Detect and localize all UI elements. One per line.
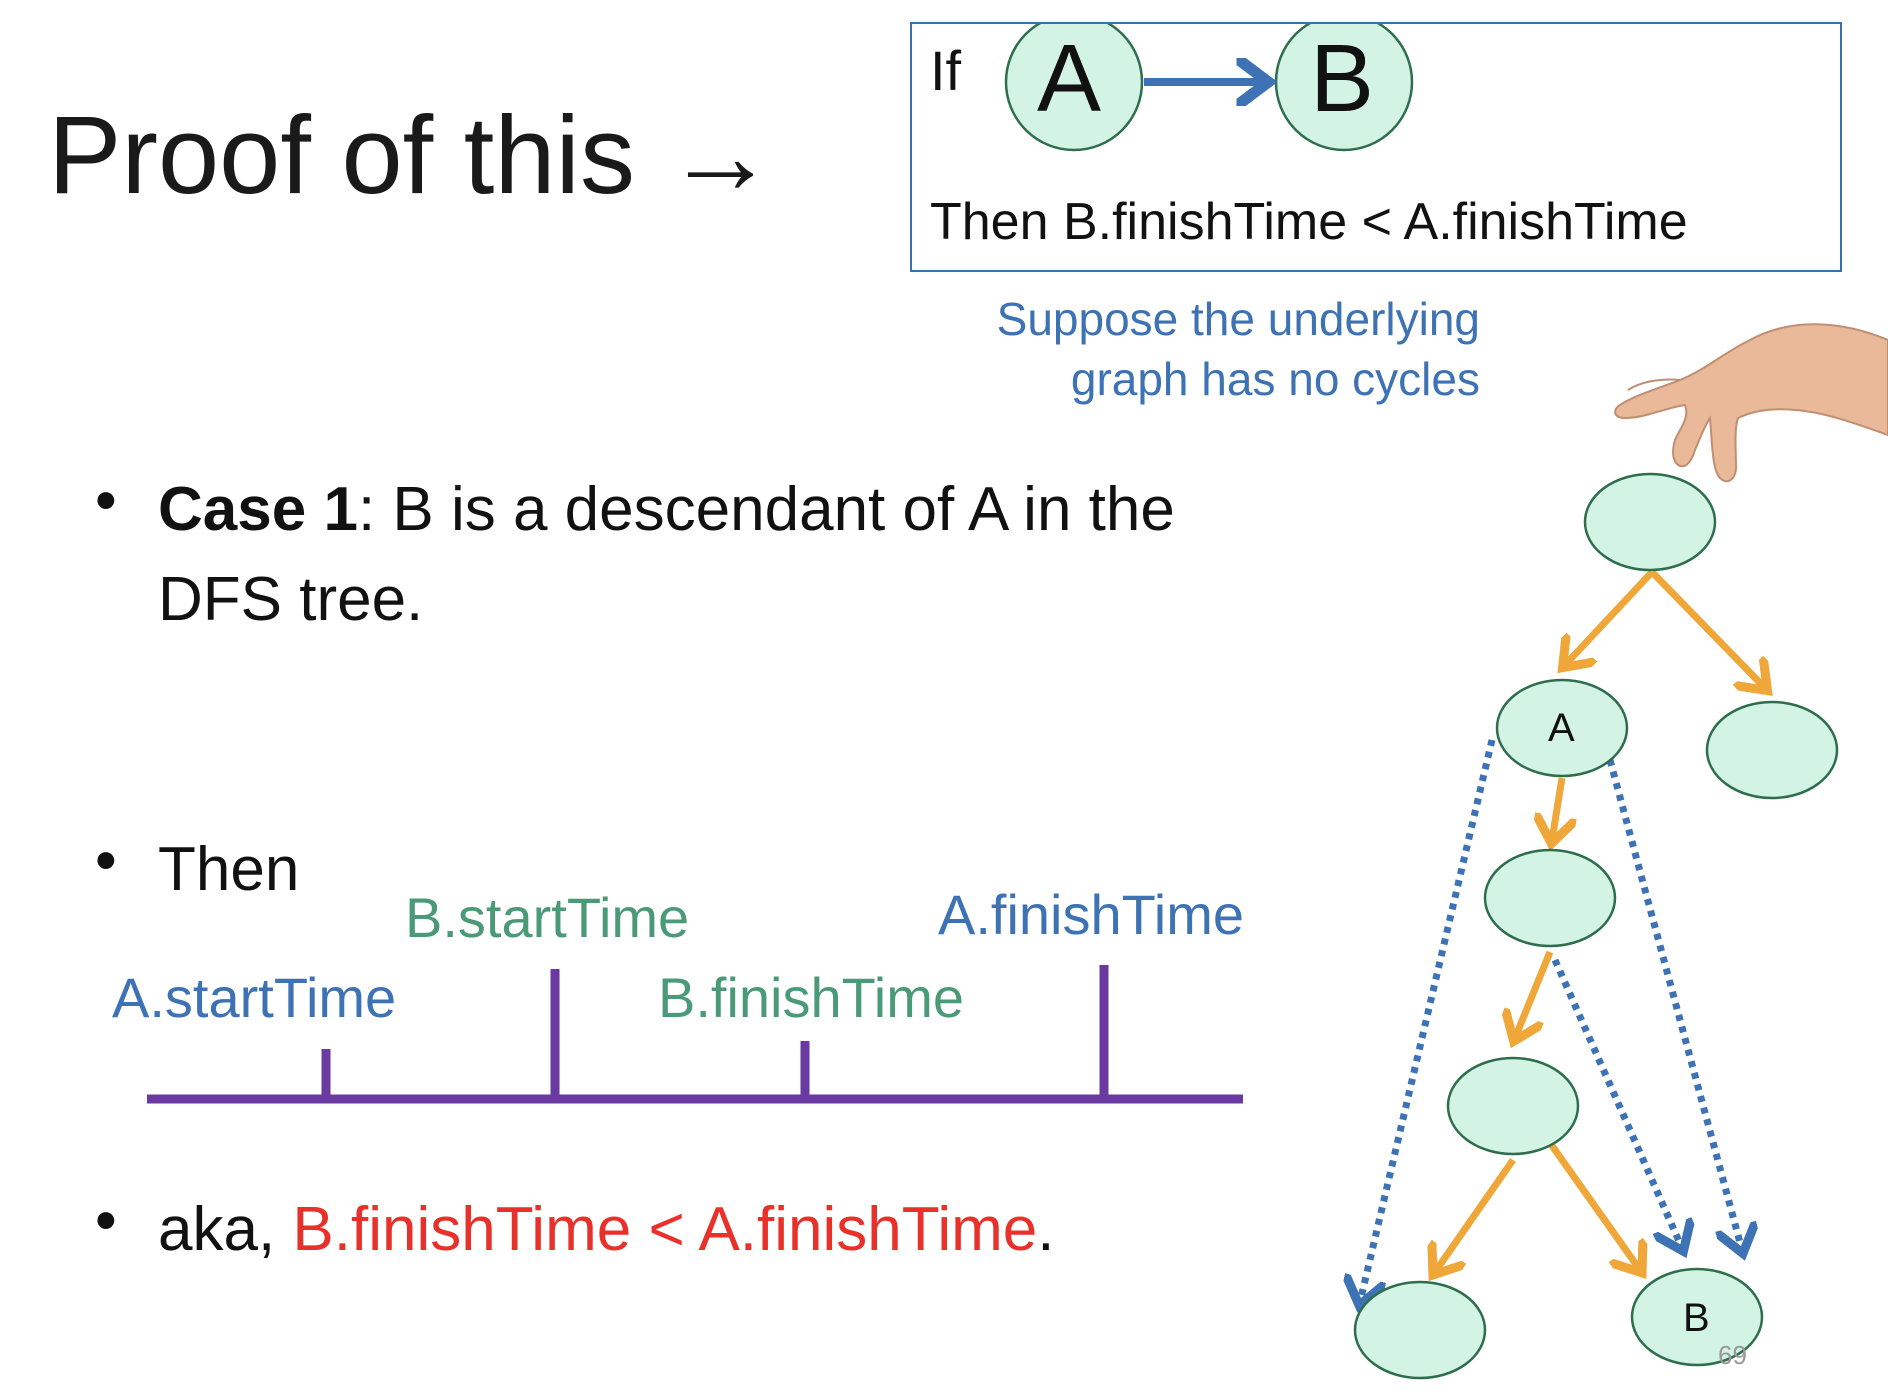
tree-edge <box>1545 1137 1640 1270</box>
tree-node <box>1353 1280 1487 1380</box>
if-node-a-label: A <box>1037 25 1102 132</box>
if-node-b-label: B <box>1310 25 1375 132</box>
tree-node <box>1446 1056 1580 1156</box>
tree-edge <box>1649 569 1765 688</box>
note-line-1: Suppose the underlying <box>996 293 1480 345</box>
label-a-finish: A.finishTime <box>938 883 1245 946</box>
timeline <box>147 965 1243 1104</box>
tree-edge <box>1435 1157 1516 1272</box>
tree-node-a <box>1495 678 1629 778</box>
bullet-dot: • <box>95 826 117 895</box>
if-box: If A B Then B.finishTime < A.finishTime <box>910 22 1842 272</box>
label-a-start: A.startTime <box>112 966 397 1029</box>
tree-node <box>1483 848 1617 948</box>
then-statement: Then B.finishTime < A.finishTime <box>930 193 1688 251</box>
tree-node <box>1705 700 1839 800</box>
tree-node-b-label: B <box>1683 1296 1710 1340</box>
descendant-path <box>1606 759 1742 1250</box>
tree-edge <box>1552 777 1562 840</box>
label-b-start: B.startTime <box>405 886 690 949</box>
bullet-dot: • <box>95 466 117 535</box>
tree-node-a-label: A <box>1548 706 1575 750</box>
tree-node-root <box>1583 472 1717 572</box>
hand-illustration <box>1614 323 1888 483</box>
dfs-tree <box>1330 472 1839 1380</box>
bullet-aka: aka, B.finishTime < A.finishTime. <box>158 1185 1054 1275</box>
aka-prefix: aka, <box>158 1195 293 1264</box>
bullet-case1: Case 1: B is a descendant of A in the DF… <box>158 465 1298 645</box>
slide-title: Proof of this → <box>48 94 776 217</box>
page-number: 69 <box>1718 1340 1747 1370</box>
aka-highlight: B.finishTime < A.finishTime <box>292 1195 1038 1264</box>
descendant-path <box>1360 739 1496 1302</box>
tree-edge <box>1565 569 1655 665</box>
case1-label: Case 1 <box>158 475 358 544</box>
bullet-dot: • <box>95 1186 117 1255</box>
case1-text-line2: DFS tree. <box>158 564 424 634</box>
if-label: If <box>930 39 962 102</box>
tree-node-b <box>1630 1267 1764 1367</box>
case1-text: : B is a descendant of A in the <box>357 475 1175 544</box>
note-line-2: graph has no cycles <box>1070 352 1480 405</box>
assumption-note: Suppose the underlying graph has no cycl… <box>900 290 1480 410</box>
descendant-path <box>1551 958 1682 1248</box>
bullet-then: Then <box>158 835 300 904</box>
tree-edge <box>1515 950 1554 1038</box>
label-b-finish: B.finishTime <box>658 966 965 1029</box>
if-node-a <box>1004 24 1144 152</box>
if-diagram <box>1004 24 1414 152</box>
aka-suffix: . <box>1037 1195 1055 1264</box>
